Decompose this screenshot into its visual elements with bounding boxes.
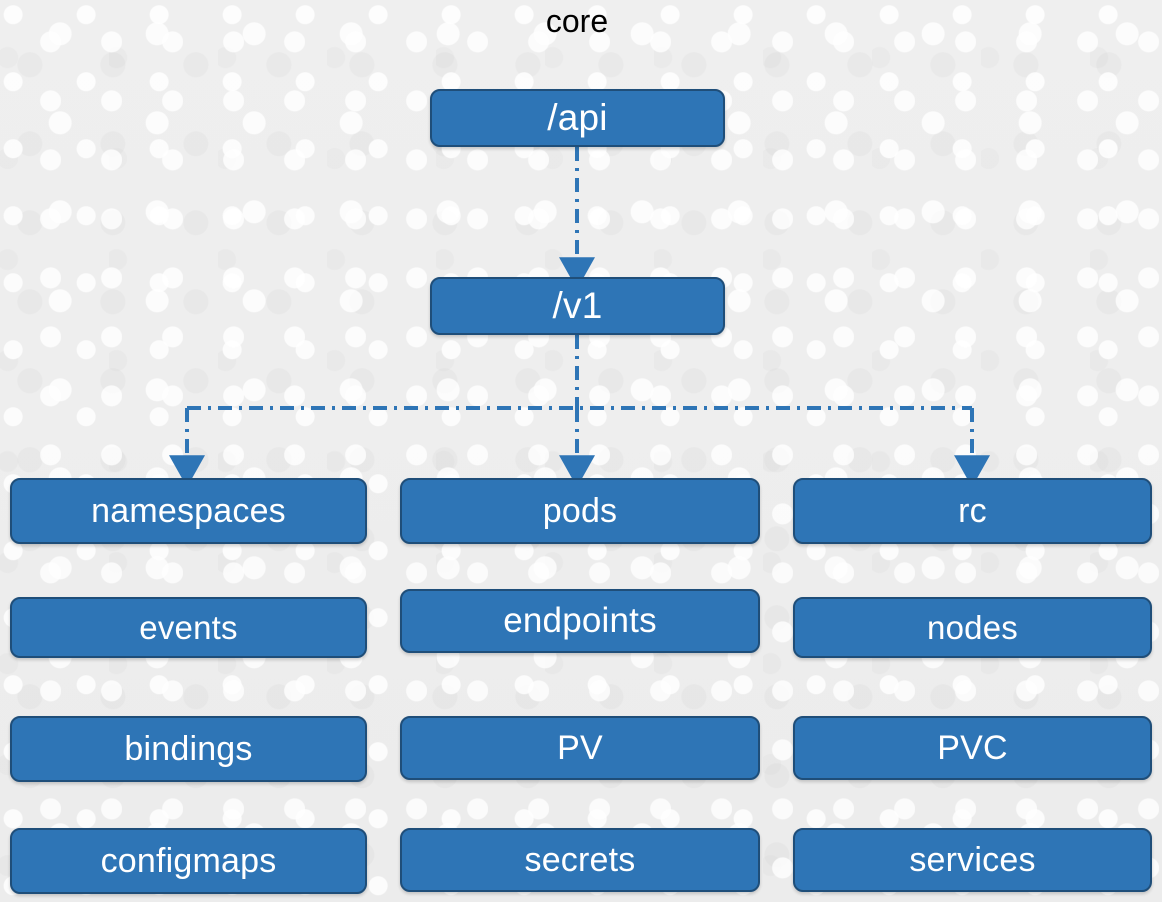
node-rc[interactable]: rc — [793, 478, 1152, 544]
node-endpoints[interactable]: endpoints — [400, 589, 760, 653]
node-secrets[interactable]: secrets — [400, 828, 760, 892]
node-pv[interactable]: PV — [400, 716, 760, 780]
node-events[interactable]: events — [10, 597, 367, 658]
node-bindings[interactable]: bindings — [10, 716, 367, 782]
diagram-title: core — [545, 3, 609, 39]
node-pvc[interactable]: PVC — [793, 716, 1152, 780]
node-api[interactable]: /api — [430, 89, 725, 147]
node-pods[interactable]: pods — [400, 478, 760, 544]
node-nodes[interactable]: nodes — [793, 597, 1152, 658]
node-services[interactable]: services — [793, 828, 1152, 892]
node-configmaps[interactable]: configmaps — [10, 828, 367, 894]
node-namespaces[interactable]: namespaces — [10, 478, 367, 544]
node-v1[interactable]: /v1 — [430, 277, 725, 335]
